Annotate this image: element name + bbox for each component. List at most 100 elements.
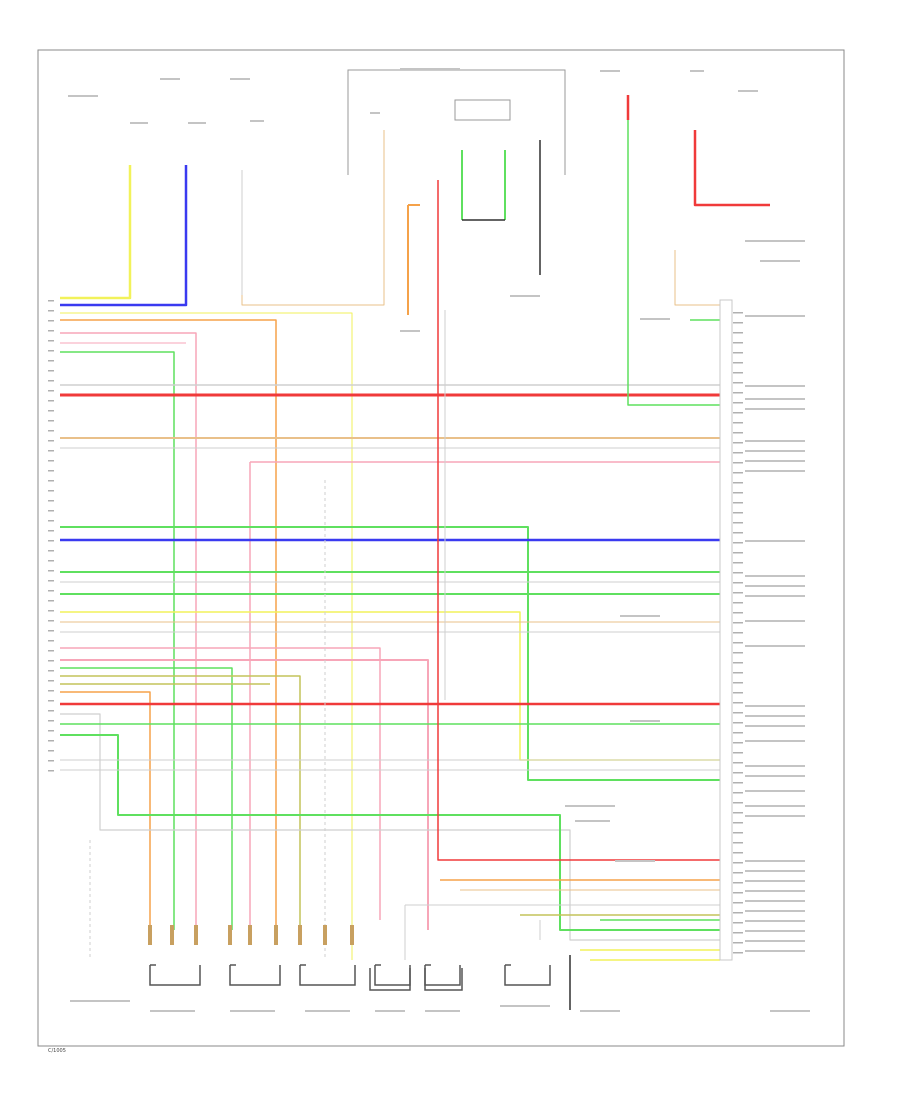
pin-label-mark (48, 580, 54, 582)
label-mark (745, 775, 805, 777)
label-mark (305, 1010, 350, 1012)
label-mark (745, 385, 805, 387)
pin-label-mark (733, 492, 743, 494)
pin-label-mark (733, 422, 743, 424)
label-mark (745, 585, 805, 587)
label-mark (760, 260, 800, 262)
label-mark (745, 860, 805, 862)
label-mark (738, 90, 758, 92)
pin-label-mark (733, 952, 743, 954)
pin-label-mark (733, 752, 743, 754)
pin-label-mark (733, 502, 743, 504)
label-mark (510, 295, 540, 297)
terminal (194, 925, 198, 945)
wire-orange-6 (60, 319, 277, 930)
label-mark (150, 1010, 195, 1012)
pin-label-mark (733, 482, 743, 484)
components-layer (148, 69, 733, 991)
wire-green-45 (627, 120, 720, 406)
label-mark (745, 765, 805, 767)
pin-label-mark (733, 462, 743, 464)
pin-label-mark (48, 400, 54, 402)
pin-label-mark (733, 662, 743, 664)
label-mark (745, 950, 805, 952)
pin-label-mark (48, 410, 54, 412)
pin-label-mark (733, 342, 743, 344)
label-mark (745, 920, 805, 922)
label-mark (600, 70, 620, 72)
pin-label-mark (733, 602, 743, 604)
pin-label-mark (48, 620, 54, 622)
label-mark (745, 705, 805, 707)
pin-label-mark (48, 560, 54, 562)
sensor-body-2 (424, 968, 463, 991)
label-mark (745, 645, 805, 647)
cluster-switch (454, 99, 511, 121)
pin-label-mark (48, 300, 54, 302)
pin-label-mark (733, 332, 743, 334)
sensor-a (374, 965, 411, 986)
pin-label-mark (48, 470, 54, 472)
pin-label-mark (733, 452, 743, 454)
pin-label-mark (48, 600, 54, 602)
wire-light_gray-31 (60, 713, 720, 941)
pin-label-mark (48, 730, 54, 732)
pin-label-mark (48, 770, 54, 772)
label-mark (230, 78, 250, 80)
pin-label-mark (733, 722, 743, 724)
pin-label-mark (733, 912, 743, 914)
pin-label-mark (733, 392, 743, 394)
pin-label-mark (48, 480, 54, 482)
pin-label-mark (733, 822, 743, 824)
pin-label-mark (48, 540, 54, 542)
terminal (228, 925, 232, 945)
label-mark (400, 330, 420, 332)
pin-label-mark (48, 520, 54, 522)
terminal (248, 925, 252, 945)
label-mark (745, 740, 805, 742)
pin-label-mark (733, 592, 743, 594)
label-mark (745, 575, 805, 577)
pin-label-mark (48, 570, 54, 572)
pin-label-mark (733, 512, 743, 514)
pin-label-mark (733, 632, 743, 634)
pin-label-mark (733, 932, 743, 934)
pin-label-mark (733, 702, 743, 704)
label-mark (745, 900, 805, 902)
label-mark (230, 1010, 275, 1012)
sensor-b (424, 965, 461, 986)
wire-pink-25 (60, 659, 429, 930)
pin-label-mark (733, 842, 743, 844)
pin-label-mark (733, 802, 743, 804)
pin-label-mark (733, 532, 743, 534)
pin-label-mark (733, 622, 743, 624)
pin-label-mark (733, 612, 743, 614)
label-mark (130, 122, 148, 124)
label-mark (188, 122, 206, 124)
label-mark (615, 860, 655, 862)
label-mark (745, 940, 805, 942)
pin-label-mark (48, 490, 54, 492)
pin-label-mark (48, 530, 54, 532)
pin-label-mark (48, 330, 54, 332)
wire-green-9 (60, 351, 175, 930)
pin-label-mark (48, 720, 54, 722)
label-mark (745, 715, 805, 717)
pin-label-mark (48, 320, 54, 322)
pin-label-mark (48, 650, 54, 652)
terminal (148, 925, 152, 945)
pin-label-mark (48, 360, 54, 362)
label-mark (745, 408, 805, 410)
pin-label-mark (48, 420, 54, 422)
pin-label-mark (733, 312, 743, 314)
pin-label-mark (733, 552, 743, 554)
pin-label-mark (733, 572, 743, 574)
label-mark (745, 880, 805, 882)
diagram-frame (37, 49, 845, 1047)
pin-label-mark (48, 390, 54, 392)
pin-label-mark (48, 740, 54, 742)
label-mark (745, 725, 805, 727)
wire-tan-47 (674, 250, 720, 306)
footer-code: C/1005 (48, 1048, 66, 1054)
pin-label-mark (48, 350, 54, 352)
